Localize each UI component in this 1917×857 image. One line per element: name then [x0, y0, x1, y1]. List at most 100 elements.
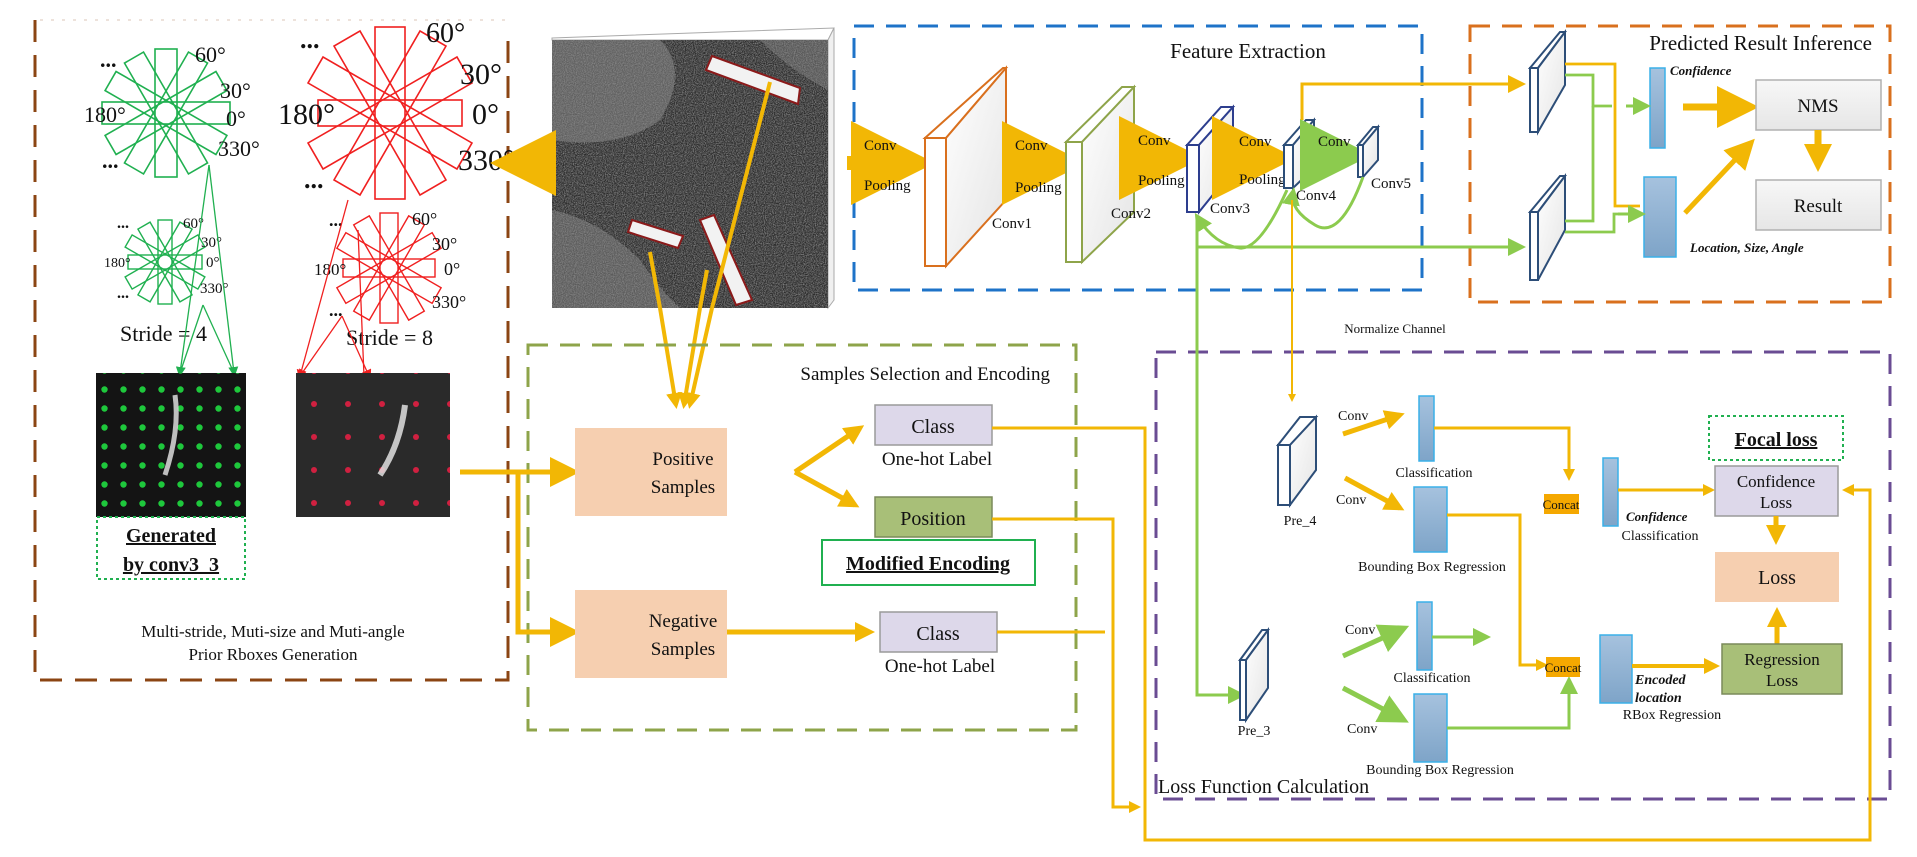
total-loss-box [1715, 552, 1839, 602]
predicted-region-border [1468, 24, 1892, 304]
conv5-layer [1355, 124, 1381, 180]
ellipsis-icon: ... [329, 210, 343, 230]
angle-label: 60° [195, 42, 226, 67]
angle-label: 60° [183, 216, 204, 232]
pred-top-slab [1527, 29, 1567, 136]
location-bar [1643, 176, 1677, 258]
feature-extraction-region: Feature Extraction Conv Pooling Conv1 Co… [847, 24, 1424, 292]
positive-samples-box [575, 428, 727, 516]
angle-label: 30° [201, 235, 222, 251]
pooling-label: Pooling [864, 178, 911, 194]
samples-region-title: Samples Selection and Encoding [800, 364, 1050, 385]
class-label: Class [916, 623, 960, 645]
confidence-output-bar [1602, 457, 1619, 527]
position-to-regression-loss-line [992, 517, 1141, 813]
location-size-angle-label: Location, Size, Angle [1689, 240, 1804, 255]
conv-label: Conv [1015, 138, 1048, 154]
conv-arrow [1341, 685, 1409, 723]
angle-label: 330° [218, 136, 260, 161]
pre4-layer [1275, 414, 1319, 509]
green-rosette-large [101, 48, 231, 178]
flow-line [1565, 62, 1640, 208]
flow-line [1565, 212, 1640, 234]
confidence-loss-label-line1: Confidence [1737, 472, 1815, 491]
upsample-arc [1194, 189, 1289, 250]
pre4-bbox-bar [1413, 486, 1448, 553]
pre3-bbox-bar [1413, 693, 1448, 763]
predicted-inference-region: Predicted Result Inference Confidence Lo… [1468, 24, 1892, 304]
loss-region-border [1154, 350, 1892, 801]
regression-loss-label-line1: Regression [1744, 650, 1820, 669]
to-nms-arrow [1683, 138, 1755, 215]
samples-region-border [526, 343, 1078, 732]
conv-arrow [1343, 475, 1405, 511]
angle-label: 330° [458, 144, 515, 177]
angle-label: 0° [444, 259, 460, 279]
generated-label-line2: by conv3_3 [123, 554, 219, 576]
prior-region-border [33, 20, 510, 682]
flow-line [1447, 676, 1578, 730]
angle-label: 330° [200, 281, 229, 297]
flow-line [1447, 513, 1548, 671]
ellipsis-icon: ... [329, 300, 343, 320]
angle-label: 180° [314, 260, 346, 279]
angle-label: 180° [278, 98, 335, 131]
rbox-output-bar [1599, 634, 1633, 704]
normalize-channel-label: Normalize Channel [1344, 321, 1446, 336]
image-to-samples-arrows [658, 307, 714, 409]
predicted-region-title: Predicted Result Inference [1649, 31, 1872, 55]
label-routing-lines [992, 426, 1872, 842]
rbox-regression-label: RBox Regression [1623, 708, 1721, 723]
conv3-label: Conv3 [1210, 201, 1250, 217]
conv-label: Conv [1347, 722, 1377, 737]
red-anchor-lines [296, 199, 372, 380]
negative-samples-label-line1: Negative [649, 611, 718, 632]
encoded-location-label-line2: location [1635, 691, 1682, 706]
conv2-layer [1063, 84, 1137, 265]
onehot-label: One-hot Label [882, 449, 992, 470]
class-box-positive [874, 404, 993, 446]
position-label: Position [900, 508, 966, 530]
angle-label: 330° [432, 292, 466, 312]
flow-line [1434, 426, 1575, 481]
pre3-classification-bar [1416, 601, 1433, 671]
loss-function-region: Loss Function Calculation Pre_4 Pre_3 Co… [1154, 200, 1892, 801]
negative-samples-box [575, 590, 727, 678]
conv-label: Conv [1345, 623, 1375, 638]
pre4-label: Pre_4 [1284, 514, 1317, 529]
pooling-label: Pooling [1239, 172, 1286, 188]
conv-label: Conv [1338, 409, 1368, 424]
position-box [874, 496, 993, 538]
onehot-label: One-hot Label [885, 656, 995, 677]
conv-label: Conv [1138, 133, 1171, 149]
concat-label: Concat [1543, 497, 1580, 512]
ellipsis-icon: ... [304, 165, 324, 194]
angle-label: 0° [472, 98, 499, 131]
samples-selection-region: Samples Selection and Encoding Positive … [460, 343, 1078, 732]
angle-label: 0° [226, 106, 246, 131]
conv4-layer [1281, 117, 1317, 191]
confidence-loss-label-line2: Loss [1760, 493, 1792, 512]
pre3-layer [1238, 626, 1270, 724]
conv3-to-pre3-line [1195, 218, 1246, 704]
ellipsis-icon: ... [117, 285, 129, 302]
negative-samples-label-line2: Samples [651, 639, 715, 660]
pre3-label: Pre_3 [1238, 724, 1271, 739]
conv4-label: Conv4 [1296, 188, 1337, 204]
conv4-to-pred-line [1300, 75, 1526, 120]
total-loss-label: Loss [1758, 567, 1796, 589]
class-box-negative [879, 611, 998, 653]
ellipsis-icon: ... [102, 148, 119, 173]
angle-label: 60° [426, 18, 465, 49]
modified-encoding-label: Modified Encoding [846, 553, 1010, 575]
flow-line [1565, 73, 1612, 108]
concat-box-top [1544, 494, 1579, 514]
feature-map-to-negative-arrow [515, 472, 580, 647]
ellipsis-icon: ... [300, 25, 320, 54]
loss-region-title: Loss Function Calculation [1158, 776, 1369, 798]
angle-label: 180° [104, 256, 131, 271]
angle-label: 30° [220, 78, 251, 103]
encoded-location-label-line1: Encoded [1634, 673, 1687, 688]
pooling-label: Pooling [1015, 180, 1062, 196]
result-label: Result [1794, 196, 1843, 217]
